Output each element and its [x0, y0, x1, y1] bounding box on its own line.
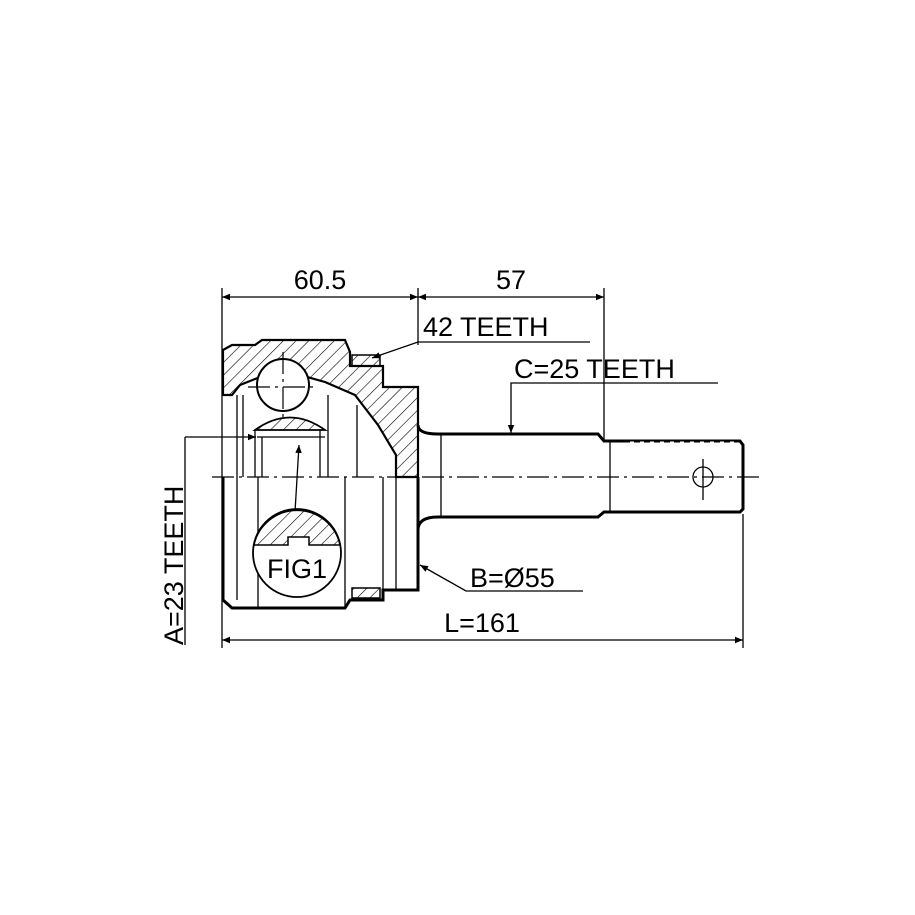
total-length-label: L=161	[444, 608, 520, 638]
leader-line	[507, 382, 718, 433]
flange-diameter-label: B=Ø55	[470, 563, 555, 593]
outer-teeth-callout: 42 TEETH	[371, 312, 590, 359]
stub-shaft	[416, 424, 745, 565]
shaft-teeth-callout: C=25 TEETH	[507, 354, 718, 433]
shaft-teeth-label: C=25 TEETH	[514, 354, 675, 384]
outer-housing	[221, 338, 420, 610]
top-dimensions: 60.5 57	[221, 265, 605, 648]
inner-teeth-label: A=23 TEETH	[159, 486, 189, 645]
leader-line	[371, 341, 590, 359]
inner-teeth-callout: A=23 TEETH	[159, 433, 256, 645]
fig1-detail: FIG1	[252, 444, 342, 598]
flange-diameter-callout: B=Ø55	[419, 563, 583, 593]
dim-57-label: 57	[496, 265, 526, 295]
fig1-label: FIG1	[267, 554, 327, 584]
outer-teeth-label: 42 TEETH	[423, 312, 549, 342]
dim-60-5-label: 60.5	[294, 265, 347, 295]
total-length-dimension: L=161	[222, 514, 744, 648]
